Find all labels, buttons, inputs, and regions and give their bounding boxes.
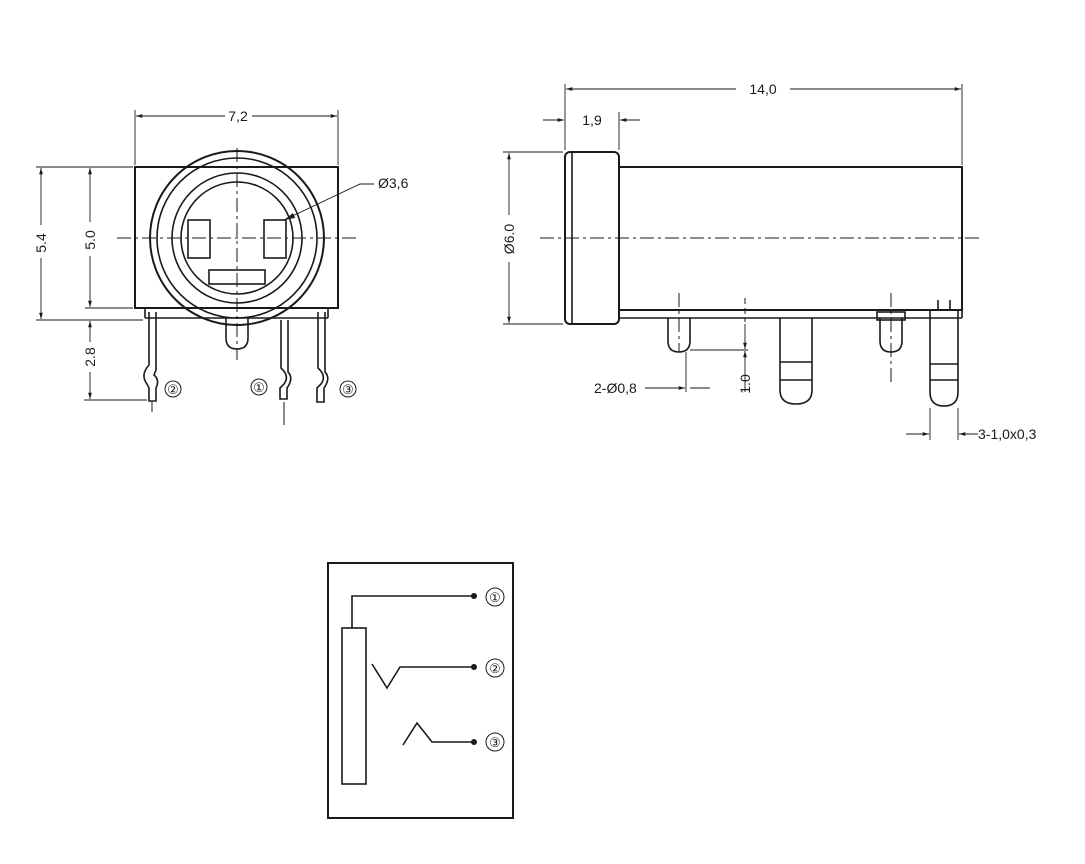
- front-view: ② ① ③ 7,2 5.4 5.0 2.8 Ø3,6: [33, 108, 409, 425]
- schematic-switch-2: [371, 663, 473, 690]
- dim-side-diameter: Ø6.0: [501, 224, 517, 255]
- schematic-switch-3: [402, 721, 473, 746]
- dim-front-width: 7,2: [228, 108, 248, 124]
- front-pin-label-1: ①: [253, 380, 265, 395]
- front-pin-label-2: ②: [167, 382, 179, 397]
- pin-2-lead: [143, 312, 159, 402]
- dim-side-length: 14,0: [749, 81, 776, 97]
- pin-3-lead: [316, 312, 329, 403]
- dim-side-pin-offset: 1.0: [737, 374, 753, 394]
- dim-front-pin-length: 2.8: [82, 347, 98, 367]
- side-flat-pin-right: [929, 310, 959, 407]
- dim-front-height-inner: 5.0: [82, 230, 98, 250]
- front-pin-label-3: ③: [342, 382, 354, 397]
- schematic-pin-label-3: ③: [489, 735, 501, 750]
- schematic-pin-label-2: ②: [489, 661, 501, 676]
- dim-side-flange: 1,9: [582, 112, 602, 128]
- contact-right: [263, 219, 287, 259]
- dim-side-flat-pins: 3-1,0x0,3: [978, 426, 1037, 442]
- pin-1-lead: [279, 320, 292, 400]
- dim-front-height-outer: 5.4: [33, 233, 49, 253]
- dim-side-pin-diameter: 2-Ø0,8: [594, 380, 637, 396]
- side-flat-pin-middle: [779, 318, 813, 405]
- contact-left: [187, 219, 211, 259]
- schematic: ① ② ③: [327, 562, 514, 819]
- schematic-sleeve-contact: [341, 627, 367, 785]
- schematic-frame: [327, 562, 514, 819]
- dim-front-hole: Ø3,6: [378, 175, 409, 191]
- schematic-pin-label-1: ①: [489, 590, 501, 605]
- side-view: 14,0 1,9 Ø6.0 2-Ø0,8 1.0 3-1,0x0,3: [501, 81, 1037, 442]
